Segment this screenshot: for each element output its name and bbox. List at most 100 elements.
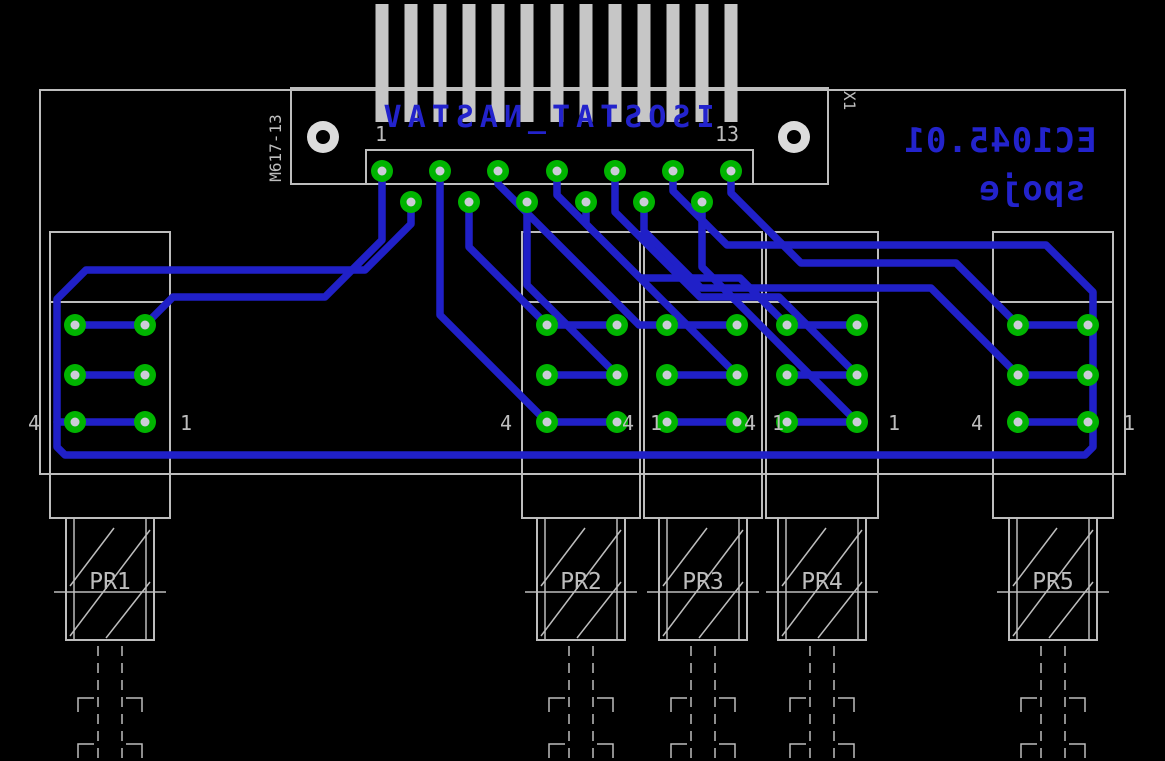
drill-hole bbox=[782, 370, 792, 380]
actuator-bracket bbox=[1020, 743, 1037, 758]
mounting-hole-drill bbox=[787, 130, 801, 144]
drill-hole bbox=[612, 320, 622, 330]
pads bbox=[64, 160, 1099, 433]
drill-hole bbox=[1083, 370, 1093, 380]
drill-hole bbox=[1083, 320, 1093, 330]
component-pr4[interactable] bbox=[765, 231, 879, 759]
plunger-hatch-line bbox=[1012, 527, 1058, 587]
drill-hole bbox=[1013, 320, 1023, 330]
plunger-hatch-line bbox=[69, 529, 151, 637]
drill-hole bbox=[782, 320, 792, 330]
connector-pin-1[interactable] bbox=[375, 4, 389, 122]
pr4-pin4-label[interactable]: 4 bbox=[744, 411, 756, 435]
switch-plunger-outline bbox=[1008, 517, 1098, 641]
text-layer: ISOSTAT_NASTAV 1 13 M617-13 X1 EC1045.01… bbox=[28, 91, 1135, 595]
component-pr5[interactable] bbox=[992, 231, 1114, 759]
drill-hole bbox=[70, 370, 80, 380]
drill-hole bbox=[697, 197, 707, 207]
drill-hole bbox=[377, 166, 387, 176]
plunger-hatch-line bbox=[781, 527, 827, 587]
copper-trace[interactable] bbox=[640, 198, 1022, 379]
actuator-bracket bbox=[126, 697, 143, 712]
component-pr1[interactable] bbox=[49, 231, 171, 759]
actuator-bracket bbox=[670, 697, 687, 712]
drill-hole bbox=[522, 197, 532, 207]
drill-hole bbox=[852, 417, 862, 427]
actuator-bracket bbox=[838, 697, 855, 712]
connector-pad13-label[interactable]: 13 bbox=[715, 122, 739, 146]
pr1-pin1-label[interactable]: 1 bbox=[180, 411, 192, 435]
component-pr2[interactable] bbox=[521, 231, 641, 759]
connector-pin-6[interactable] bbox=[520, 4, 534, 122]
drill-hole bbox=[70, 417, 80, 427]
copper-trace[interactable] bbox=[436, 167, 551, 426]
pr5-pin4-label[interactable]: 4 bbox=[971, 411, 983, 435]
component-label-pr4[interactable]: PR4 bbox=[801, 569, 843, 595]
drill-hole bbox=[542, 370, 552, 380]
switch-plunger-outline bbox=[65, 517, 155, 641]
drill-hole bbox=[435, 166, 445, 176]
connector-pin-12[interactable] bbox=[695, 4, 709, 122]
plunger-hatch-line bbox=[540, 527, 586, 587]
connector-designator-label[interactable]: X1 bbox=[840, 91, 859, 110]
connector-package-label[interactable]: M617-13 bbox=[266, 114, 285, 181]
component-label-pr3[interactable]: PR3 bbox=[682, 569, 724, 595]
board-project-id-text[interactable]: EC1045.01 bbox=[903, 121, 1096, 161]
copper-trace[interactable] bbox=[698, 198, 861, 426]
copper-trace[interactable] bbox=[465, 198, 551, 329]
connector-pin-9[interactable] bbox=[608, 4, 622, 122]
switch-plunger-outline bbox=[536, 517, 626, 641]
drill-hole bbox=[662, 417, 672, 427]
relay-components bbox=[49, 231, 1114, 759]
connector-pin-4[interactable] bbox=[462, 4, 476, 122]
switch-plunger-outline bbox=[658, 517, 748, 641]
connector-pin-7[interactable] bbox=[550, 4, 564, 122]
switch-plunger-outline bbox=[777, 517, 867, 641]
drill-hole bbox=[464, 197, 474, 207]
connector-pin-8[interactable] bbox=[579, 4, 593, 122]
drill-hole bbox=[140, 370, 150, 380]
connector-value-text[interactable]: ISOSTAT_NASTAV bbox=[378, 100, 715, 135]
actuator-bracket bbox=[789, 697, 806, 712]
drill-hole bbox=[782, 417, 792, 427]
connector-pin-11[interactable] bbox=[666, 4, 680, 122]
connector-pin-13[interactable] bbox=[724, 4, 738, 122]
pr4-pin1-label[interactable]: 1 bbox=[888, 411, 900, 435]
drill-hole bbox=[610, 166, 620, 176]
drill-hole bbox=[668, 166, 678, 176]
drill-hole bbox=[542, 320, 552, 330]
copper-trace[interactable] bbox=[727, 167, 1022, 329]
plunger-hatch-line bbox=[69, 527, 115, 587]
connector-pad1-label[interactable]: 1 bbox=[375, 122, 387, 146]
board-layer-note-text[interactable]: spoje bbox=[978, 169, 1085, 209]
connector-pins bbox=[375, 4, 738, 122]
connector-pin-10[interactable] bbox=[637, 4, 651, 122]
component-label-pr5[interactable]: PR5 bbox=[1032, 569, 1074, 595]
drill-hole bbox=[1013, 417, 1023, 427]
pr5-pin1-label[interactable]: 1 bbox=[1123, 411, 1135, 435]
pr2-pin1-label[interactable]: 1 bbox=[650, 411, 662, 435]
component-label-pr2[interactable]: PR2 bbox=[560, 569, 602, 595]
connector-pin-2[interactable] bbox=[404, 4, 418, 122]
pr2-pin4-label[interactable]: 4 bbox=[500, 411, 512, 435]
actuator-bracket bbox=[77, 743, 94, 758]
drill-hole bbox=[732, 370, 742, 380]
connector-pin-3[interactable] bbox=[433, 4, 447, 122]
drill-hole bbox=[732, 417, 742, 427]
plunger-hatch-line bbox=[781, 529, 863, 637]
actuator-bracket bbox=[838, 743, 855, 758]
plunger-hatch-line bbox=[540, 529, 622, 637]
mounting-hole-drill bbox=[316, 130, 330, 144]
pr1-pin4-label[interactable]: 4 bbox=[28, 411, 40, 435]
connector-pin-5[interactable] bbox=[491, 4, 505, 122]
copper-trace[interactable] bbox=[141, 167, 386, 329]
copper-trace[interactable] bbox=[523, 198, 621, 379]
pr3-pin1-label[interactable]: 1 bbox=[772, 411, 784, 435]
drill-hole bbox=[140, 417, 150, 427]
pr3-pin4-label[interactable]: 4 bbox=[622, 411, 634, 435]
drill-hole bbox=[852, 370, 862, 380]
actuator-bracket bbox=[1069, 743, 1086, 758]
plunger-hatch-line bbox=[662, 527, 708, 587]
component-label-pr1[interactable]: PR1 bbox=[89, 569, 131, 595]
